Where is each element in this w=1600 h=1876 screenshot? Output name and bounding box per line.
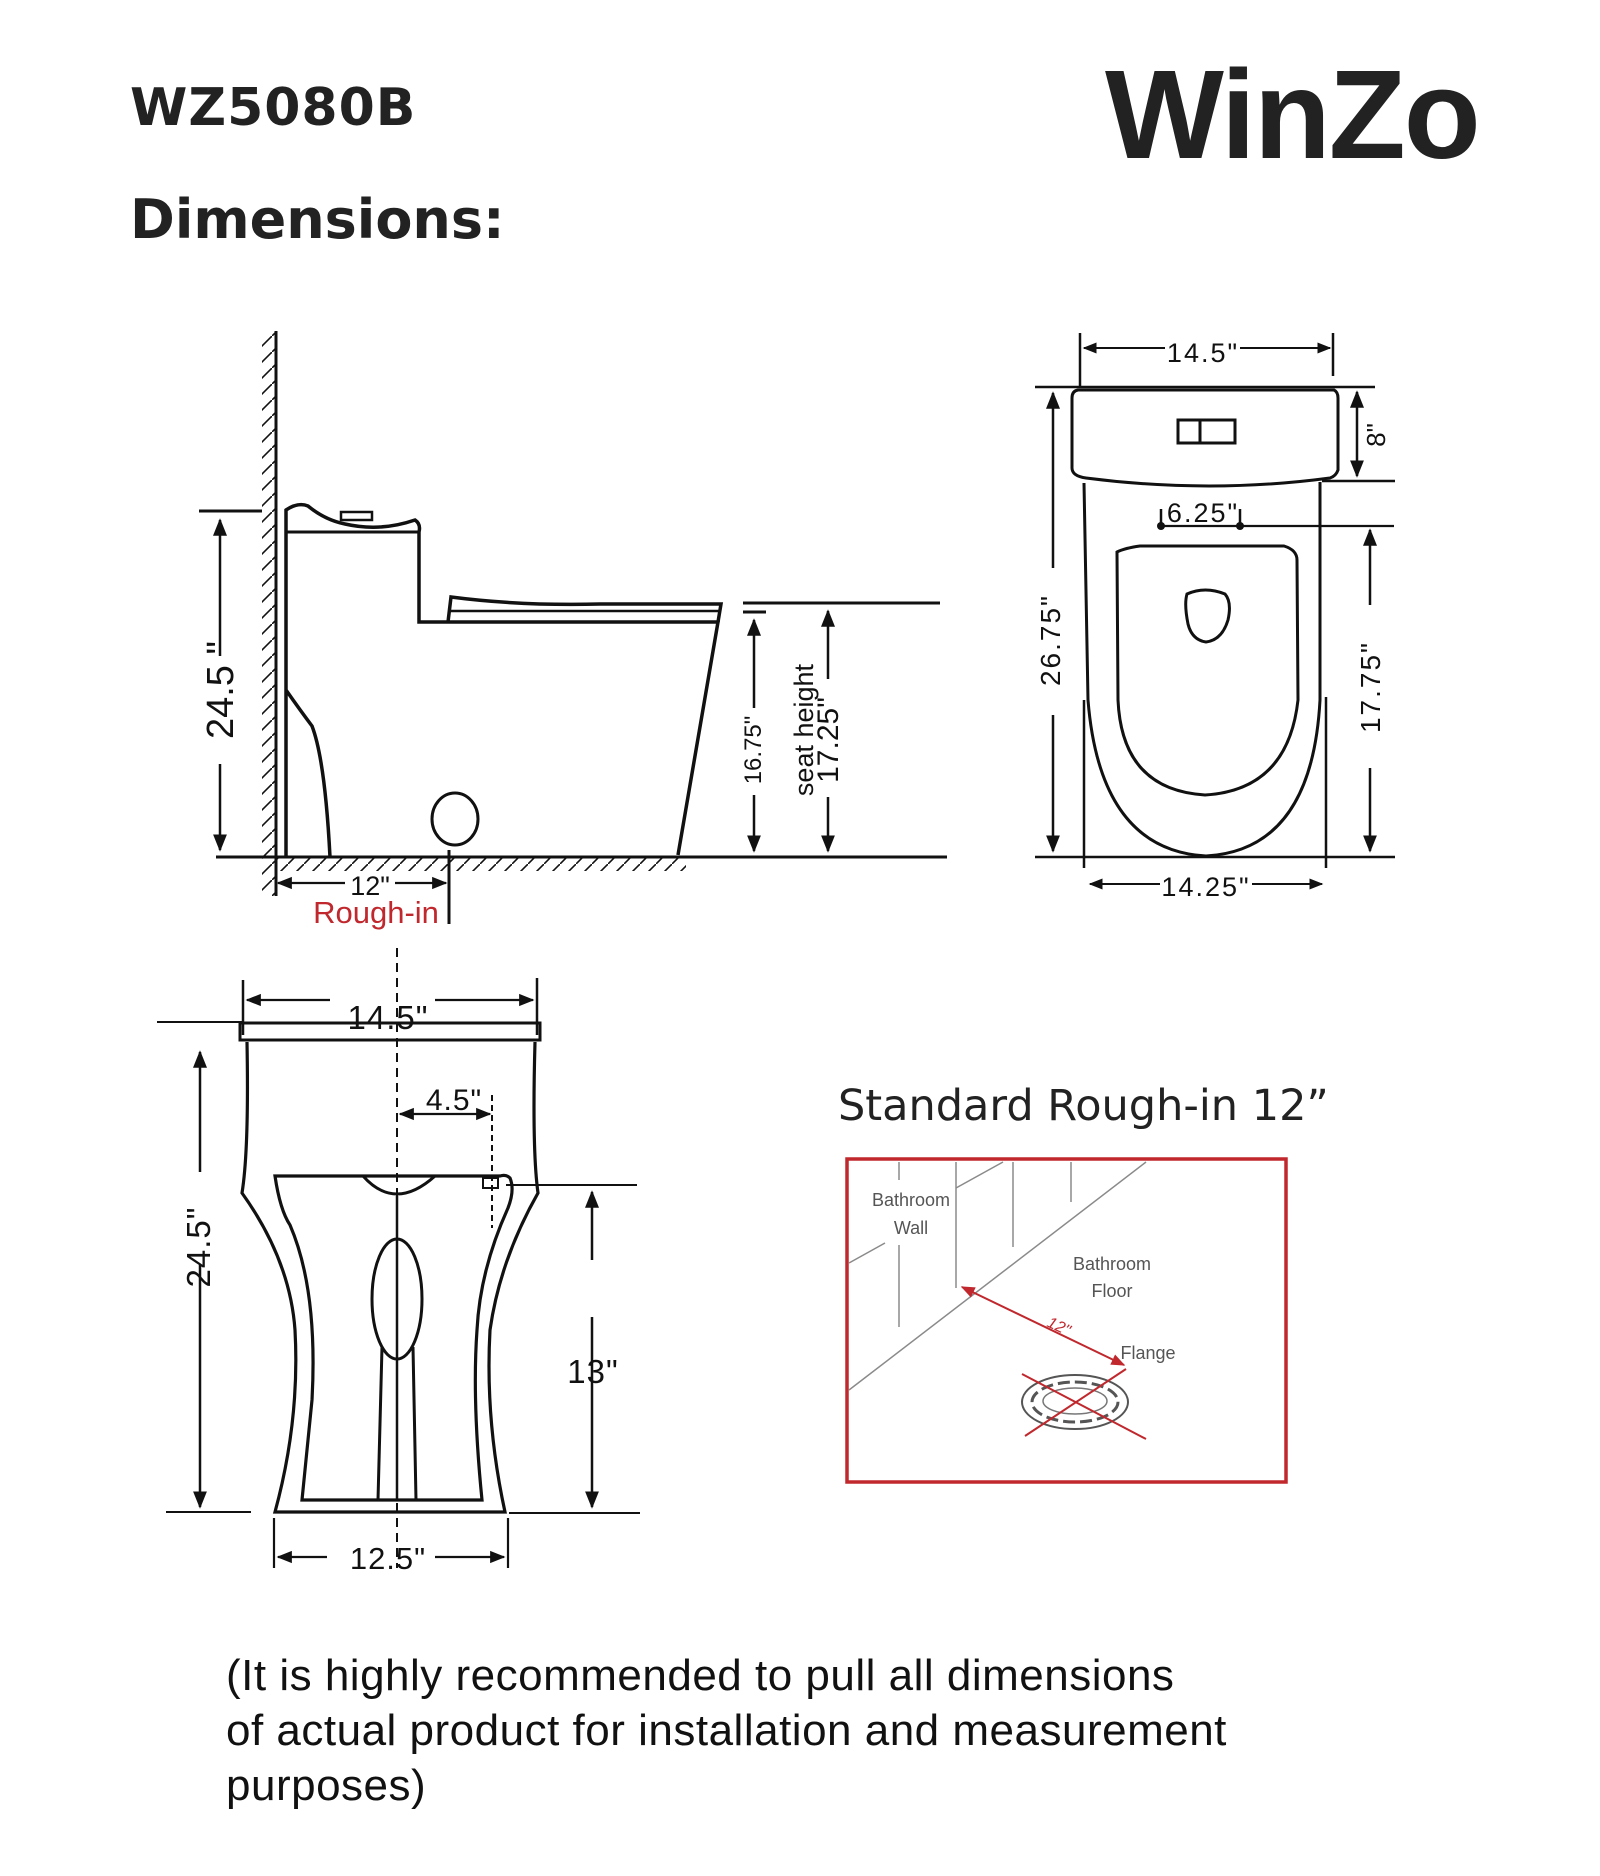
flush-button-icon: [339, 510, 374, 522]
flange-icon: [1021, 1368, 1147, 1440]
floor-label-line2: Floor: [1091, 1281, 1132, 1301]
note-line-1: (It is highly recommended to pull all di…: [226, 1651, 1175, 1700]
seat-side-outline: [446, 595, 724, 623]
rough-in-distance: 12": [350, 871, 390, 901]
top-total-depth-label: 26.75": [1035, 594, 1066, 686]
front-body-outline: [240, 1041, 540, 1514]
note-line-2: of actual product for installation and m…: [226, 1706, 1227, 1755]
seat-top-outline: [1115, 544, 1300, 797]
toilet-side-outline: [284, 502, 721, 858]
side-total-height-label: 24.5 ": [200, 641, 242, 739]
tank-top-outline: [1070, 388, 1340, 488]
rough-in-title: Standard Rough-in 12”: [838, 1081, 1329, 1131]
model-number: WZ5080B: [130, 78, 417, 138]
top-tank-width-label: 14.5": [1167, 338, 1239, 368]
installation-note: (It is highly recommended to pull all di…: [226, 1648, 1466, 1813]
rim-height-label: 16.75": [740, 716, 767, 785]
tank-lid: [238, 1021, 542, 1042]
top-tank-depth-label: 8": [1361, 423, 1391, 447]
floor-label-line1: Bathroom: [1073, 1254, 1151, 1274]
front-tank-width-label: 14.5": [348, 999, 429, 1036]
top-bowl-width-label: 14.25": [1161, 872, 1250, 902]
side-view: 24.5 " 16.75" seat height 17.25" 12" Rou…: [199, 331, 947, 930]
supply-offset-label: 4.5": [426, 1084, 482, 1117]
seat-hole-outline: [1184, 588, 1231, 644]
note-line-3: purposes): [226, 1761, 427, 1810]
supply-height-label: 13": [567, 1353, 618, 1390]
dual-flush-button-icon: [1176, 418, 1237, 445]
bowl-top-outline: [1082, 482, 1322, 858]
trapway-icon: [370, 1237, 424, 1361]
front-view: 14.5" 4.5" 24.5" 13" 12.5": [157, 948, 640, 1576]
seat-height-caption: seat height: [789, 663, 819, 796]
brand-logo: WinZo: [1105, 44, 1481, 185]
rough-in-diagram: Standard Rough-in 12” Bathroom Wall Bath…: [838, 1081, 1329, 1484]
rough-in-arrow: [960, 1286, 1126, 1366]
front-bowl-outline: [273, 1173, 514, 1502]
bolt-spacing-label: 6.25": [1167, 498, 1239, 528]
front-total-height-label: 24.5": [180, 1207, 217, 1288]
wall-hatch: [262, 331, 275, 896]
wall-label-line2: Wall: [894, 1218, 928, 1238]
floor-hatch: [276, 858, 686, 871]
seat-height-value: 17.25": [812, 697, 845, 783]
flange-label: Flange: [1120, 1343, 1175, 1363]
top-view: 14.5" 8" 6.25" 26.75" 17.75": [1035, 333, 1395, 902]
front-base-width-label: 12.5": [350, 1541, 426, 1576]
section-title: Dimensions:: [130, 188, 505, 251]
drain-outlet-icon: [430, 791, 480, 847]
supply-valve-icon: [482, 1177, 499, 1189]
rough-in-label: Rough-in: [313, 895, 439, 930]
top-bowl-depth-label: 17.75": [1355, 641, 1386, 733]
wall-label-line1: Bathroom: [872, 1190, 950, 1210]
